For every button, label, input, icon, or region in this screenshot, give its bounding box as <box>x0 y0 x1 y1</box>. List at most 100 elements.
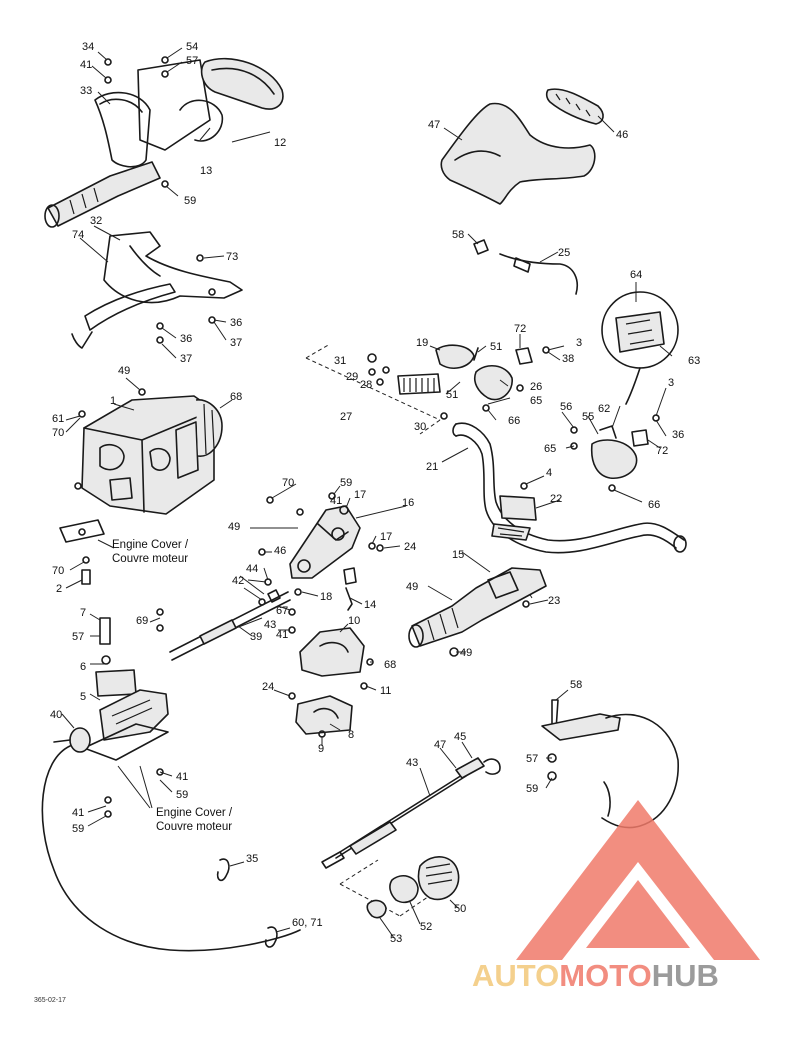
steering-column-support <box>247 483 407 611</box>
callout-35: 35 <box>246 853 258 865</box>
throttle-housing-bracket <box>71 225 243 359</box>
callout-24-b: 24 <box>262 681 274 693</box>
right-switch-housing <box>561 387 667 503</box>
callout-40: 40 <box>50 709 62 721</box>
lower-left-bracket <box>53 608 173 827</box>
callout-5: 5 <box>80 691 86 703</box>
callout-58-b: 58 <box>570 679 582 691</box>
watermark-logo: AUTOMOTOHUB <box>472 800 760 993</box>
callout-34: 34 <box>82 41 94 53</box>
callout-45: 45 <box>454 731 466 743</box>
engine-cover-notes: Engine Cover / Couvre moteur Engine Cove… <box>112 539 233 833</box>
throttle-cable <box>467 233 578 295</box>
figure-code: 365-02-17 <box>34 997 66 1004</box>
callout-41-c: 41 <box>276 629 288 641</box>
callout-12: 12 <box>274 137 286 149</box>
callout-19: 19 <box>416 337 428 349</box>
callout-59-b: 59 <box>340 477 352 489</box>
callout-42: 42 <box>232 575 244 587</box>
callout-44: 44 <box>246 563 258 575</box>
callout-32: 32 <box>90 215 102 227</box>
callout-7: 7 <box>80 607 86 619</box>
callout-16: 16 <box>402 497 414 509</box>
callout-59-d: 59 <box>72 823 84 835</box>
callout-25: 25 <box>558 247 570 259</box>
callout-72-b: 72 <box>656 445 668 457</box>
callout-46: 46 <box>616 129 628 141</box>
callout-57-c: 57 <box>526 753 538 765</box>
callout-47: 47 <box>428 119 440 131</box>
callout-62: 62 <box>598 403 610 415</box>
callout-17-b: 17 <box>380 531 392 543</box>
callout-37: 37 <box>230 337 242 349</box>
cable-fittings <box>339 856 460 939</box>
callout-66: 66 <box>508 415 520 427</box>
callout-11: 11 <box>380 685 391 697</box>
callout-10: 10 <box>348 615 360 627</box>
lower-steering-support <box>273 605 377 746</box>
callout-67: 67 <box>276 605 288 617</box>
callout-59-e: 59 <box>526 783 538 795</box>
callout-3-b: 3 <box>668 377 674 389</box>
callout-41-b: 41 <box>330 495 342 507</box>
steering-cable <box>41 741 501 952</box>
callout-49-b: 49 <box>228 521 240 533</box>
callout-18: 18 <box>320 591 332 603</box>
callout-55: 55 <box>582 411 594 423</box>
callout-49-d: 49 <box>460 647 472 659</box>
switch-housing-group <box>305 334 565 435</box>
callout-56: 56 <box>560 401 572 413</box>
callout-9: 9 <box>318 743 324 755</box>
callout-13: 13 <box>200 165 212 177</box>
watermark-triangle-mark <box>516 800 760 960</box>
callout-59: 59 <box>184 195 196 207</box>
callout-21: 21 <box>426 461 438 473</box>
handlebar-cover <box>440 88 615 205</box>
engine-support-block <box>59 377 233 589</box>
callout-65-b: 65 <box>544 443 556 455</box>
callout-30: 30 <box>414 421 426 433</box>
callout-70-b: 70 <box>282 477 294 489</box>
callout-33: 33 <box>80 85 92 97</box>
callout-60-71: 60, 71 <box>292 917 323 929</box>
callout-64: 64 <box>630 269 642 281</box>
callout-57-b: 57 <box>72 631 84 643</box>
callout-2: 2 <box>56 583 62 595</box>
callout-4: 4 <box>546 467 552 479</box>
watermark-text-moto: MOTO <box>559 958 651 993</box>
callout-17: 17 <box>354 489 366 501</box>
detail-inset <box>601 282 679 405</box>
svg-text:AUTOMOTOHUB: AUTOMOTOHUB <box>472 958 719 993</box>
callout-labels: 34 41 33 54 57 12 13 59 47 46 32 74 73 3… <box>50 41 700 945</box>
engine-cover-note-2-line-2: Couvre moteur <box>156 821 232 833</box>
callout-49: 49 <box>118 365 130 377</box>
callout-31: 31 <box>334 355 346 367</box>
steering-shaft <box>169 575 291 661</box>
callout-43: 43 <box>264 619 276 631</box>
callout-29: 29 <box>346 371 358 383</box>
callout-53: 53 <box>390 933 402 945</box>
callout-47-b: 47 <box>434 739 446 751</box>
callout-61: 61 <box>52 413 64 425</box>
callout-14: 14 <box>364 599 376 611</box>
callout-54: 54 <box>186 41 198 53</box>
callout-43-b: 43 <box>406 757 418 769</box>
callout-50: 50 <box>454 903 466 915</box>
callout-36: 36 <box>230 317 242 329</box>
callout-59-c: 59 <box>176 789 188 801</box>
callout-38: 38 <box>562 353 574 365</box>
callout-39: 39 <box>250 631 262 643</box>
callout-66-b: 66 <box>648 499 660 511</box>
throttle-grip-assembly <box>44 47 284 228</box>
callout-41-e: 41 <box>72 807 84 819</box>
callout-26: 26 <box>530 381 542 393</box>
callout-36-b: 36 <box>180 333 192 345</box>
callout-24: 24 <box>404 541 416 553</box>
callout-69: 69 <box>136 615 148 627</box>
callout-28: 28 <box>360 379 372 391</box>
callout-22: 22 <box>550 493 562 505</box>
callout-58: 58 <box>452 229 464 241</box>
callout-23: 23 <box>548 595 560 607</box>
callout-41: 41 <box>80 59 92 71</box>
